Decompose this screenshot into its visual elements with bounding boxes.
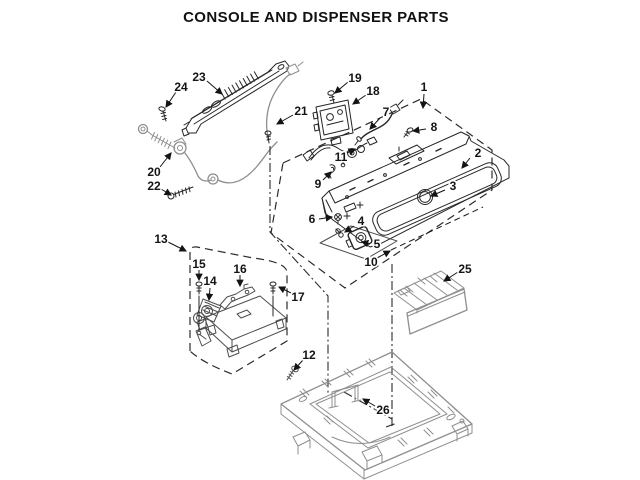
callout-label-13: 13 [154, 232, 168, 246]
screw-19 [327, 90, 335, 104]
leader-arrow-22 [160, 188, 172, 196]
callout-label-20: 20 [147, 165, 161, 179]
leader-arrow-24 [165, 91, 177, 108]
leader-arrow-11 [346, 148, 357, 156]
leader-arrow-3 [429, 189, 446, 197]
leader-dashed-10 [390, 206, 484, 251]
leader-arrow-1 [419, 93, 428, 110]
leader-arrow-17 [277, 286, 292, 294]
callout-label-4: 4 [358, 214, 365, 228]
centerline-left [269, 146, 329, 395]
callout-label-24: 24 [174, 80, 188, 94]
leader-arrow-21 [276, 114, 294, 125]
wire-21 [264, 61, 304, 144]
callout-label-26: 26 [376, 403, 390, 417]
leader-arrow-25 [443, 271, 459, 282]
leader-arrow-9 [322, 171, 332, 181]
callout-label-17: 17 [291, 290, 305, 304]
callout-label-18: 18 [366, 84, 380, 98]
leader-arrow-20 [159, 152, 172, 168]
group-1-boundary [270, 98, 493, 289]
leader-arrow-19 [334, 81, 349, 94]
screw-8 [403, 127, 414, 138]
switch-mounting-plate [319, 225, 398, 260]
console-2 [321, 131, 510, 248]
wire-harness-11 [302, 136, 378, 168]
leader-arrow-13 [167, 241, 188, 252]
leader-arrow-8 [411, 126, 427, 134]
callout-label-14: 14 [203, 274, 217, 288]
callout-label-9: 9 [315, 177, 322, 191]
leader-arrow-10 [376, 250, 391, 259]
screw-17 [269, 281, 277, 317]
callout-label-22: 22 [147, 179, 161, 193]
callout-label-12: 12 [302, 348, 316, 362]
dispenser-drawer-25 [393, 270, 468, 335]
leader-arrow-5 [360, 239, 371, 248]
screw-15 [195, 281, 203, 332]
screw-22 [167, 186, 194, 200]
callout-label-19: 19 [348, 71, 362, 85]
leader-arrow-2 [461, 157, 471, 169]
clip-4 [335, 228, 344, 238]
bracket-16 [219, 283, 256, 310]
callout-label-15: 15 [192, 257, 206, 271]
cable-7 [354, 99, 404, 146]
callout-label-10: 10 [364, 255, 378, 269]
clip-9 [329, 164, 336, 179]
wire-assembly-20 [137, 123, 278, 185]
callout-label-21: 21 [294, 104, 308, 118]
centerline-right [385, 264, 398, 428]
leader-arrow-18 [352, 94, 367, 105]
callout-label-5: 5 [374, 237, 381, 251]
knob-3 [417, 189, 433, 205]
leader-arrow-4 [344, 225, 355, 233]
callout-label-16: 16 [233, 262, 247, 276]
screw-12 [286, 365, 299, 381]
bracket-26 [328, 384, 362, 409]
console-bracket-23 [181, 60, 290, 137]
screw-24 [158, 106, 167, 122]
washer-top-panel [280, 351, 473, 480]
leader-arrow-7 [369, 117, 381, 130]
callout-label-8: 8 [431, 120, 438, 134]
leader-arrow-26 [362, 398, 376, 407]
callout-label-7: 7 [383, 105, 390, 119]
screw-6 [334, 213, 342, 225]
callout-label-25: 25 [458, 262, 472, 276]
valve-14 [193, 298, 222, 331]
callout-label-6: 6 [309, 212, 316, 226]
leader-arrow-12 [293, 359, 304, 371]
page-title: CONSOLE AND DISPENSER PARTS [183, 9, 449, 26]
callout-label-23: 23 [192, 70, 206, 84]
control-board-18 [312, 99, 354, 146]
callout-label-11: 11 [335, 150, 348, 164]
leader-arrow-14 [205, 287, 214, 302]
callout-label-3: 3 [450, 179, 457, 193]
leader-arrow-6 [318, 214, 334, 222]
callout-label-2: 2 [475, 146, 482, 160]
callout-label-1: 1 [421, 80, 428, 94]
leader-arrow-23 [206, 80, 223, 95]
